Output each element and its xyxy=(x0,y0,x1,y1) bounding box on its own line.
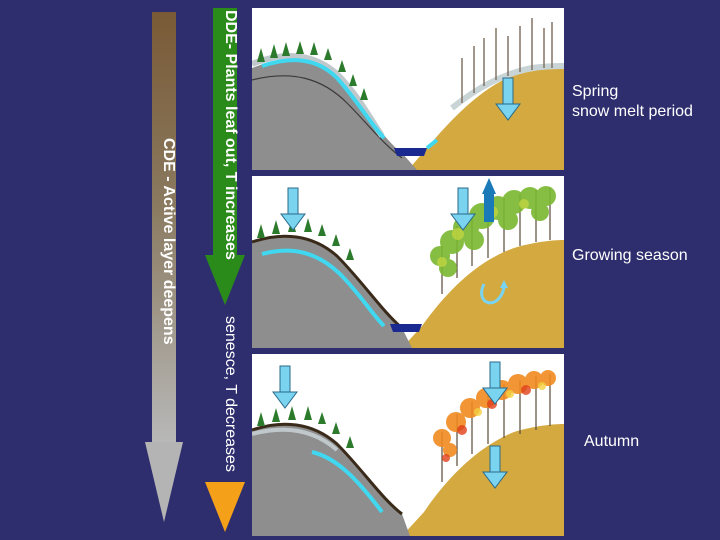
down-arrow-icon xyxy=(482,445,508,489)
down-arrow-icon xyxy=(482,361,508,405)
left-soil xyxy=(252,236,412,348)
right-soil xyxy=(408,68,564,170)
growing-season-panel xyxy=(252,176,564,348)
spring-label-line2: snow melt period xyxy=(572,103,693,120)
spring-panel xyxy=(252,8,564,170)
spring-label-line1: Spring xyxy=(572,83,619,100)
growing-season-label: Growing season xyxy=(572,246,688,266)
spring-label: Spring snow melt period xyxy=(572,82,693,122)
meltwater-flow xyxy=(261,58,386,140)
water-pool xyxy=(390,324,422,332)
down-arrow-icon xyxy=(280,187,306,231)
autumn-label: Autumn xyxy=(584,432,639,452)
circulation-arrow-icon xyxy=(480,280,508,305)
bare-stems xyxy=(461,18,553,103)
right-soil xyxy=(402,424,564,536)
cde-label: CDE - Active layer deepens xyxy=(160,138,177,345)
dde-label-top: DDE- Plants leaf out, T increases xyxy=(222,10,239,260)
conifer-trees xyxy=(257,41,368,100)
meltwater-flow xyxy=(261,248,386,328)
dde-label-bottom: senesce, T decreases xyxy=(222,316,239,472)
growing-season-label-line1: Growing season xyxy=(572,247,688,264)
left-soil xyxy=(252,59,417,170)
water-pool xyxy=(394,148,427,156)
autumn-panel xyxy=(252,354,564,536)
autumn-label-line1: Autumn xyxy=(584,433,640,450)
dde-arrow xyxy=(205,8,245,532)
deciduous-canopy-autumn xyxy=(433,370,556,482)
left-soil xyxy=(252,424,410,536)
cde-arrow xyxy=(145,12,183,522)
down-arrow-icon xyxy=(272,365,298,409)
down-arrow-icon xyxy=(495,77,521,121)
down-arrow-icon xyxy=(450,187,476,231)
up-arrow-icon xyxy=(482,178,496,222)
meltwater-flow xyxy=(311,450,384,514)
conifer-trees xyxy=(257,406,354,448)
